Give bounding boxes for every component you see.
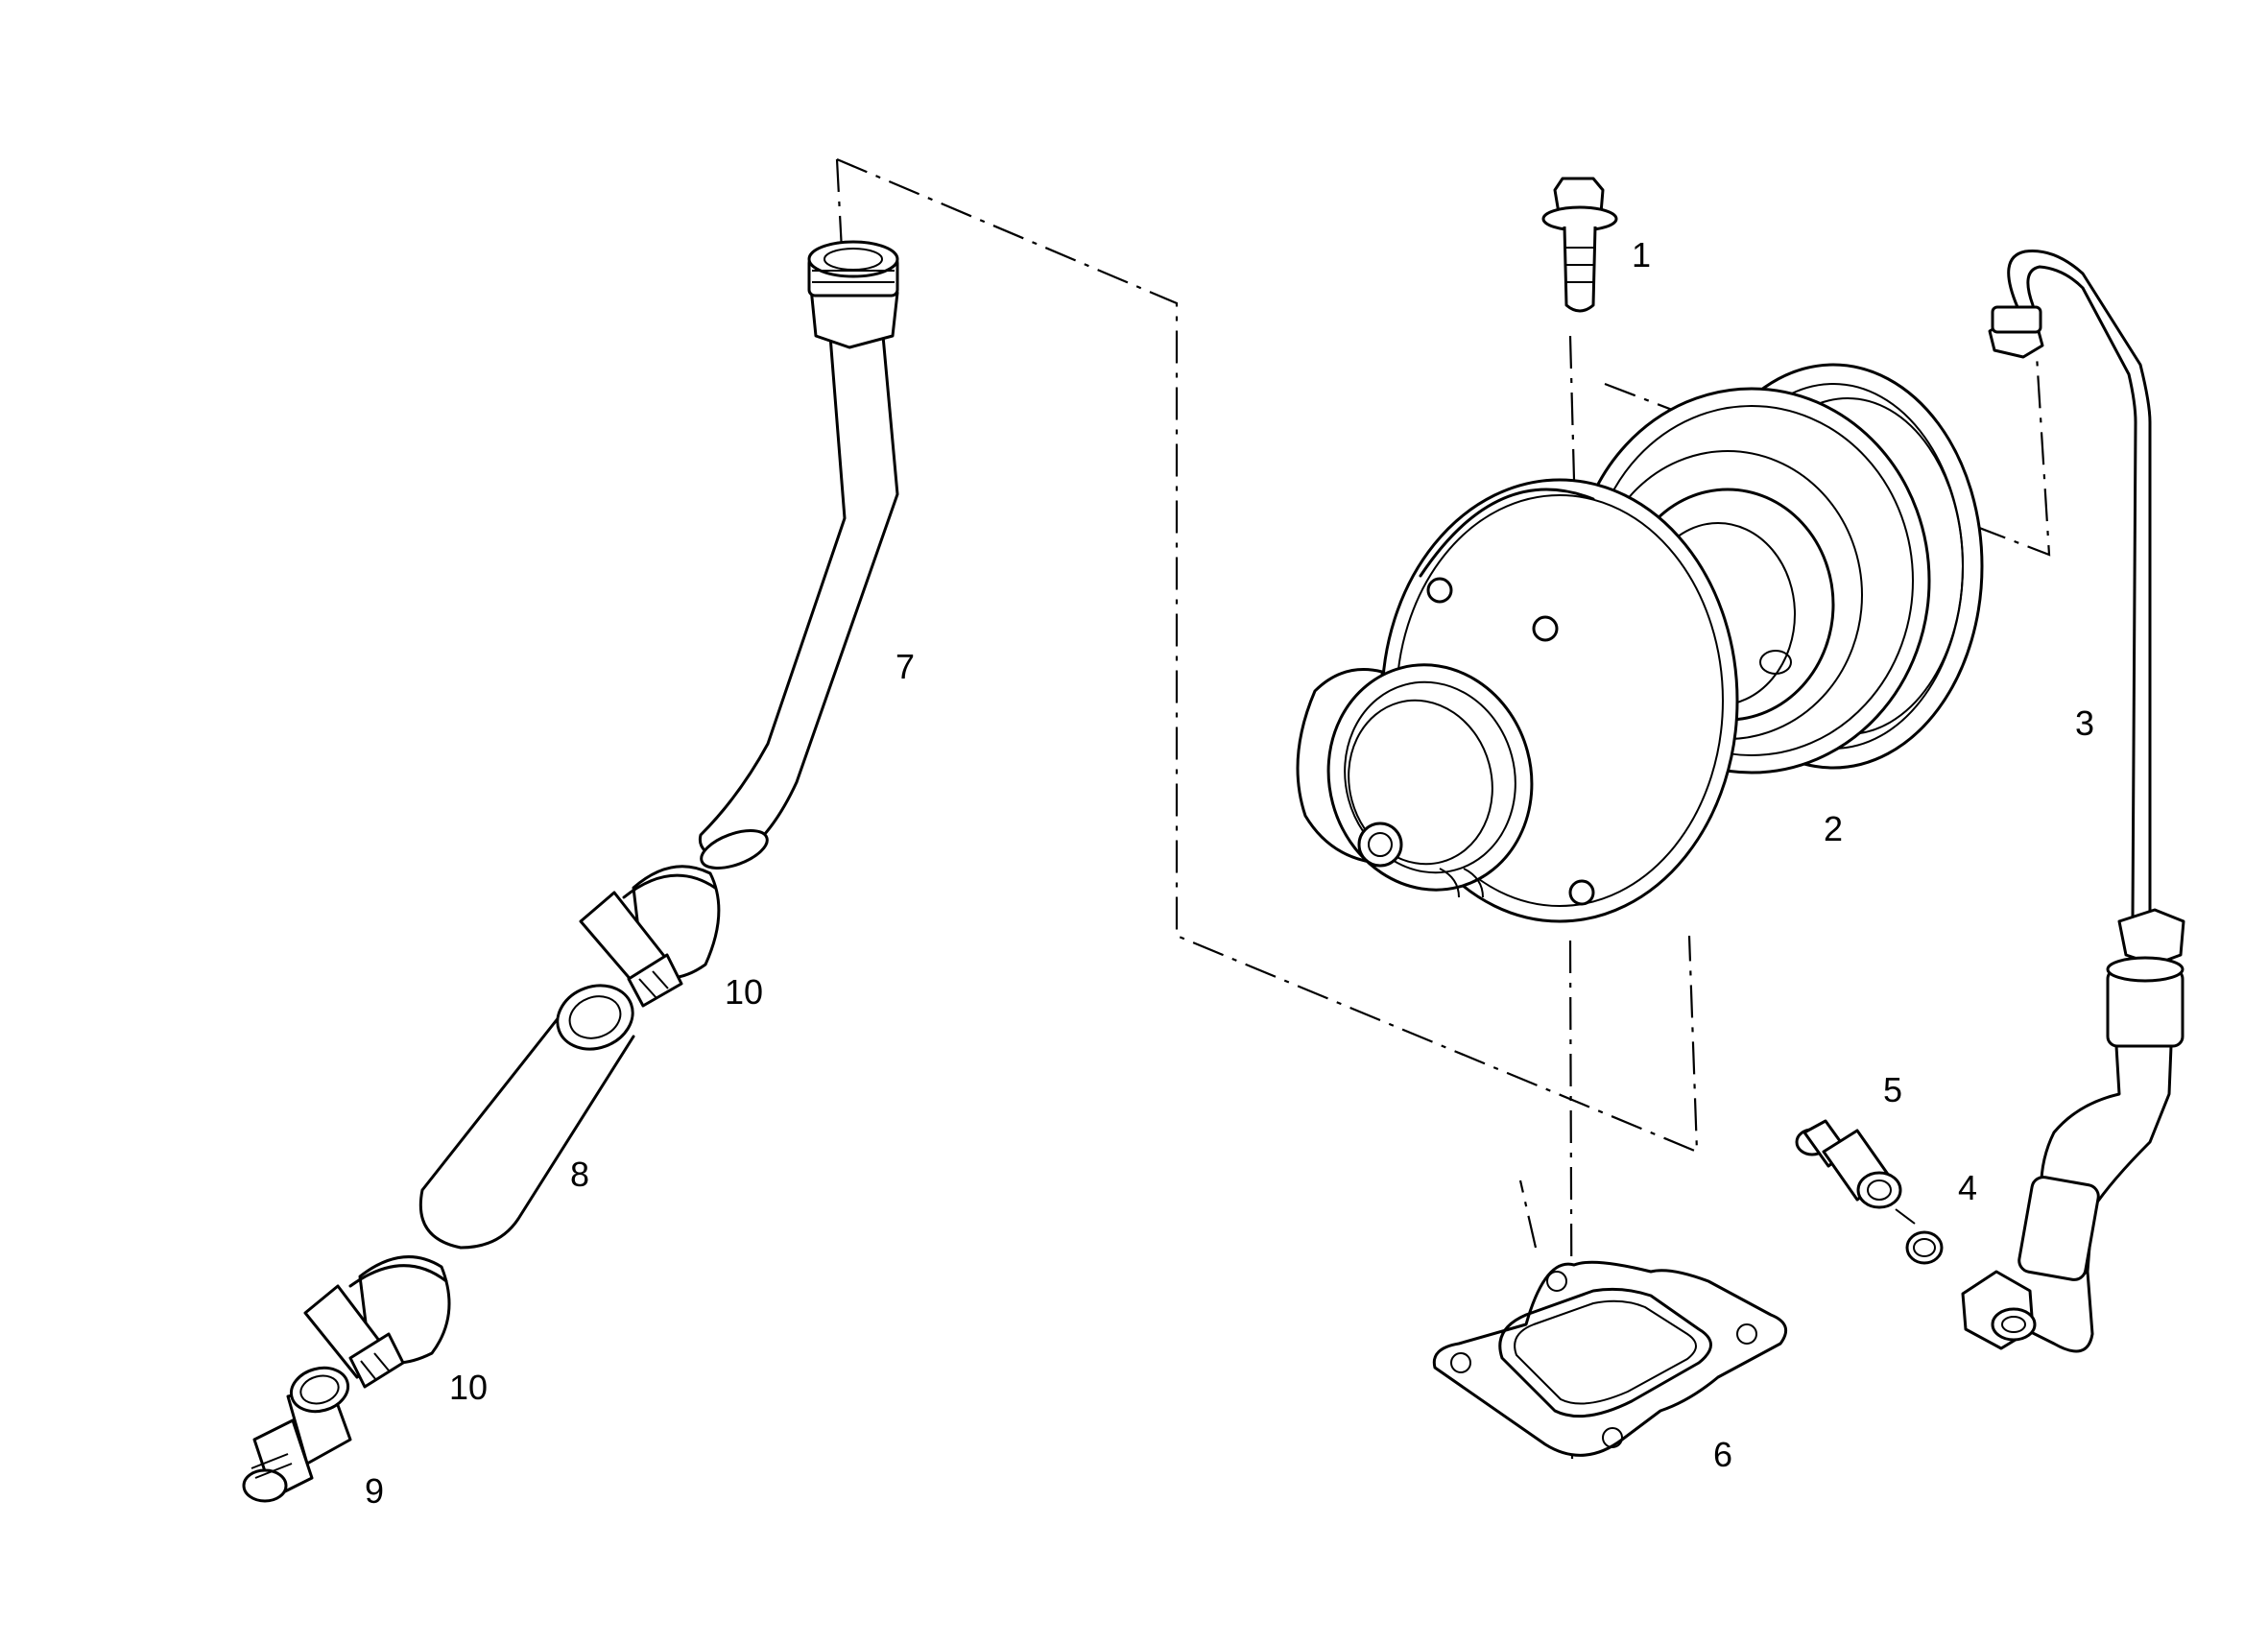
callout-1: 1: [1632, 235, 1651, 274]
callout-10-upper: 10: [725, 972, 763, 1012]
callout-8: 8: [570, 1155, 589, 1194]
callout-6: 6: [1713, 1435, 1732, 1474]
callout-9: 9: [365, 1471, 384, 1511]
rubber-hose: [418, 984, 635, 1250]
oil-feed-line: [1961, 249, 2185, 1353]
check-valve-fitting: [1795, 1119, 1902, 1209]
callout-3: 3: [2075, 703, 2094, 743]
callout-2: 2: [1824, 809, 1843, 848]
oil-return-pipe: [698, 240, 899, 870]
connector-fitting: [242, 1366, 352, 1503]
callout-5: 5: [1883, 1070, 1902, 1109]
hose-clamp-lower: [303, 1255, 451, 1389]
o-ring: [1895, 1208, 1944, 1265]
callout-labels: 1 2 3 4 5 6 7 8 9 10 10: [365, 235, 2094, 1511]
hose-clamp-upper: [579, 865, 721, 1008]
gasket: [1432, 1260, 1788, 1457]
callout-4: 4: [1958, 1168, 1977, 1207]
turbocharger: [1296, 363, 1984, 923]
callout-10-lower: 10: [449, 1368, 488, 1407]
bolt: [1541, 177, 1618, 313]
callout-7: 7: [895, 647, 915, 686]
